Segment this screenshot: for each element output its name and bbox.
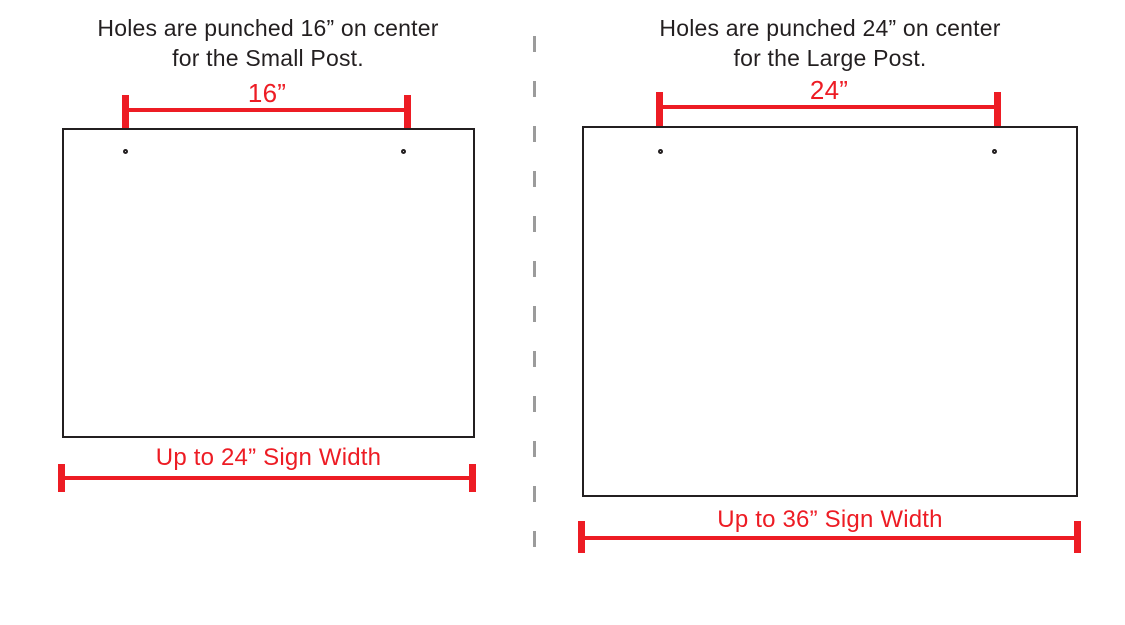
panel-title-line2: for the Small Post. (172, 45, 364, 71)
sign-width-label: Up to 24” Sign Width (155, 444, 382, 471)
dimension-tick-right (469, 464, 476, 492)
sign-width-label: Up to 36” Sign Width (717, 506, 943, 533)
dimension-line (126, 108, 408, 112)
dimension-tick-left (58, 464, 65, 492)
panel-divider-dashed-line (533, 36, 536, 576)
dimension-tick-left (656, 92, 663, 127)
sign-outline (62, 128, 475, 438)
dimension-line (582, 536, 1078, 540)
dimension-line (660, 105, 998, 109)
panel-title: Holes are punched 24” on center for the … (582, 13, 1078, 73)
panel-title-line1: Holes are punched 16” on center (97, 15, 439, 41)
dimension-tick-left (122, 95, 129, 130)
dimension-line (62, 476, 473, 480)
punch-hole-left (658, 149, 663, 154)
dimension-tick-left (578, 521, 585, 553)
punch-hole-right (401, 149, 406, 154)
dimension-tick-right (994, 92, 1001, 127)
hole-spacing-label: 24” (809, 75, 849, 105)
dimension-tick-right (1074, 521, 1081, 553)
sign-outline (582, 126, 1078, 497)
punch-hole-left (123, 149, 128, 154)
panel-title-line2: for the Large Post. (733, 45, 927, 71)
hole-spacing-label: 16” (247, 78, 287, 108)
panel-title: Holes are punched 16” on center for the … (52, 13, 484, 73)
punch-hole-right (992, 149, 997, 154)
dimension-tick-right (404, 95, 411, 130)
panel-title-line1: Holes are punched 24” on center (659, 15, 1001, 41)
